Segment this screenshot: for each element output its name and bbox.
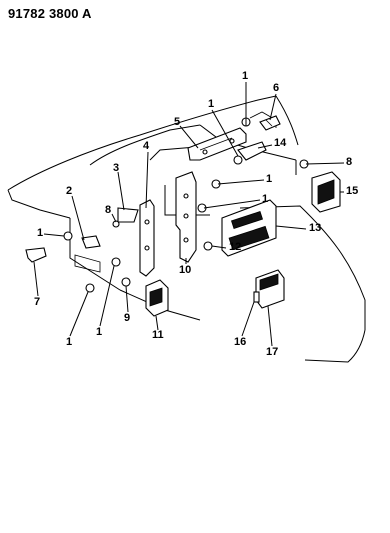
hook-clip <box>25 247 47 263</box>
callout-12: 12 <box>229 241 242 253</box>
callout-11: 11 <box>152 329 164 341</box>
callout-5: 5 <box>174 116 181 128</box>
upper-mounting-bracket <box>187 127 247 161</box>
callout-1-bottom: 1 <box>66 336 73 348</box>
callout-10: 10 <box>179 264 192 276</box>
diagram-reference-number: 91782 3800 A <box>8 6 92 21</box>
callout-7: 7 <box>34 296 41 308</box>
callout-15: 15 <box>346 185 359 197</box>
switch-panel <box>221 199 277 257</box>
lower-cover <box>255 269 285 309</box>
screw-12 <box>203 241 213 251</box>
callout-1-center: 1 <box>266 173 273 185</box>
lower-switch <box>145 279 169 317</box>
callout-2: 2 <box>66 185 73 197</box>
switch-block <box>311 171 341 213</box>
callout-13: 13 <box>309 222 322 234</box>
screw-1b <box>233 155 243 165</box>
callout-4: 4 <box>143 140 150 152</box>
callout-17: 17 <box>266 346 279 358</box>
callout-1-right-mid: 1 <box>262 193 269 205</box>
callout-8-right: 8 <box>346 156 353 168</box>
center-vertical-bracket <box>175 171 197 263</box>
callout-6: 6 <box>273 82 280 94</box>
screw-1g <box>85 283 95 293</box>
right-bracket <box>237 141 267 161</box>
callout-1-top: 1 <box>242 70 249 82</box>
callout-1-upper-mid: 1 <box>208 98 215 110</box>
small-bracket <box>117 207 139 223</box>
callout-14: 14 <box>274 137 287 149</box>
callout-8-left: 8 <box>105 204 112 216</box>
left-clip <box>81 235 101 249</box>
left-vertical-bracket <box>139 199 155 277</box>
screw-9 <box>121 277 131 287</box>
callout-16: 16 <box>234 336 247 348</box>
screw-1f <box>111 257 121 267</box>
small-connector <box>253 291 260 303</box>
screw-1a <box>241 117 251 127</box>
leader-lines <box>33 82 345 347</box>
fasteners <box>63 117 309 293</box>
callout-1-left: 1 <box>37 227 44 239</box>
callout-3: 3 <box>113 162 120 174</box>
screw-1e <box>63 231 73 241</box>
callout-1-lower: 1 <box>96 326 103 338</box>
callout-9: 9 <box>124 312 131 324</box>
